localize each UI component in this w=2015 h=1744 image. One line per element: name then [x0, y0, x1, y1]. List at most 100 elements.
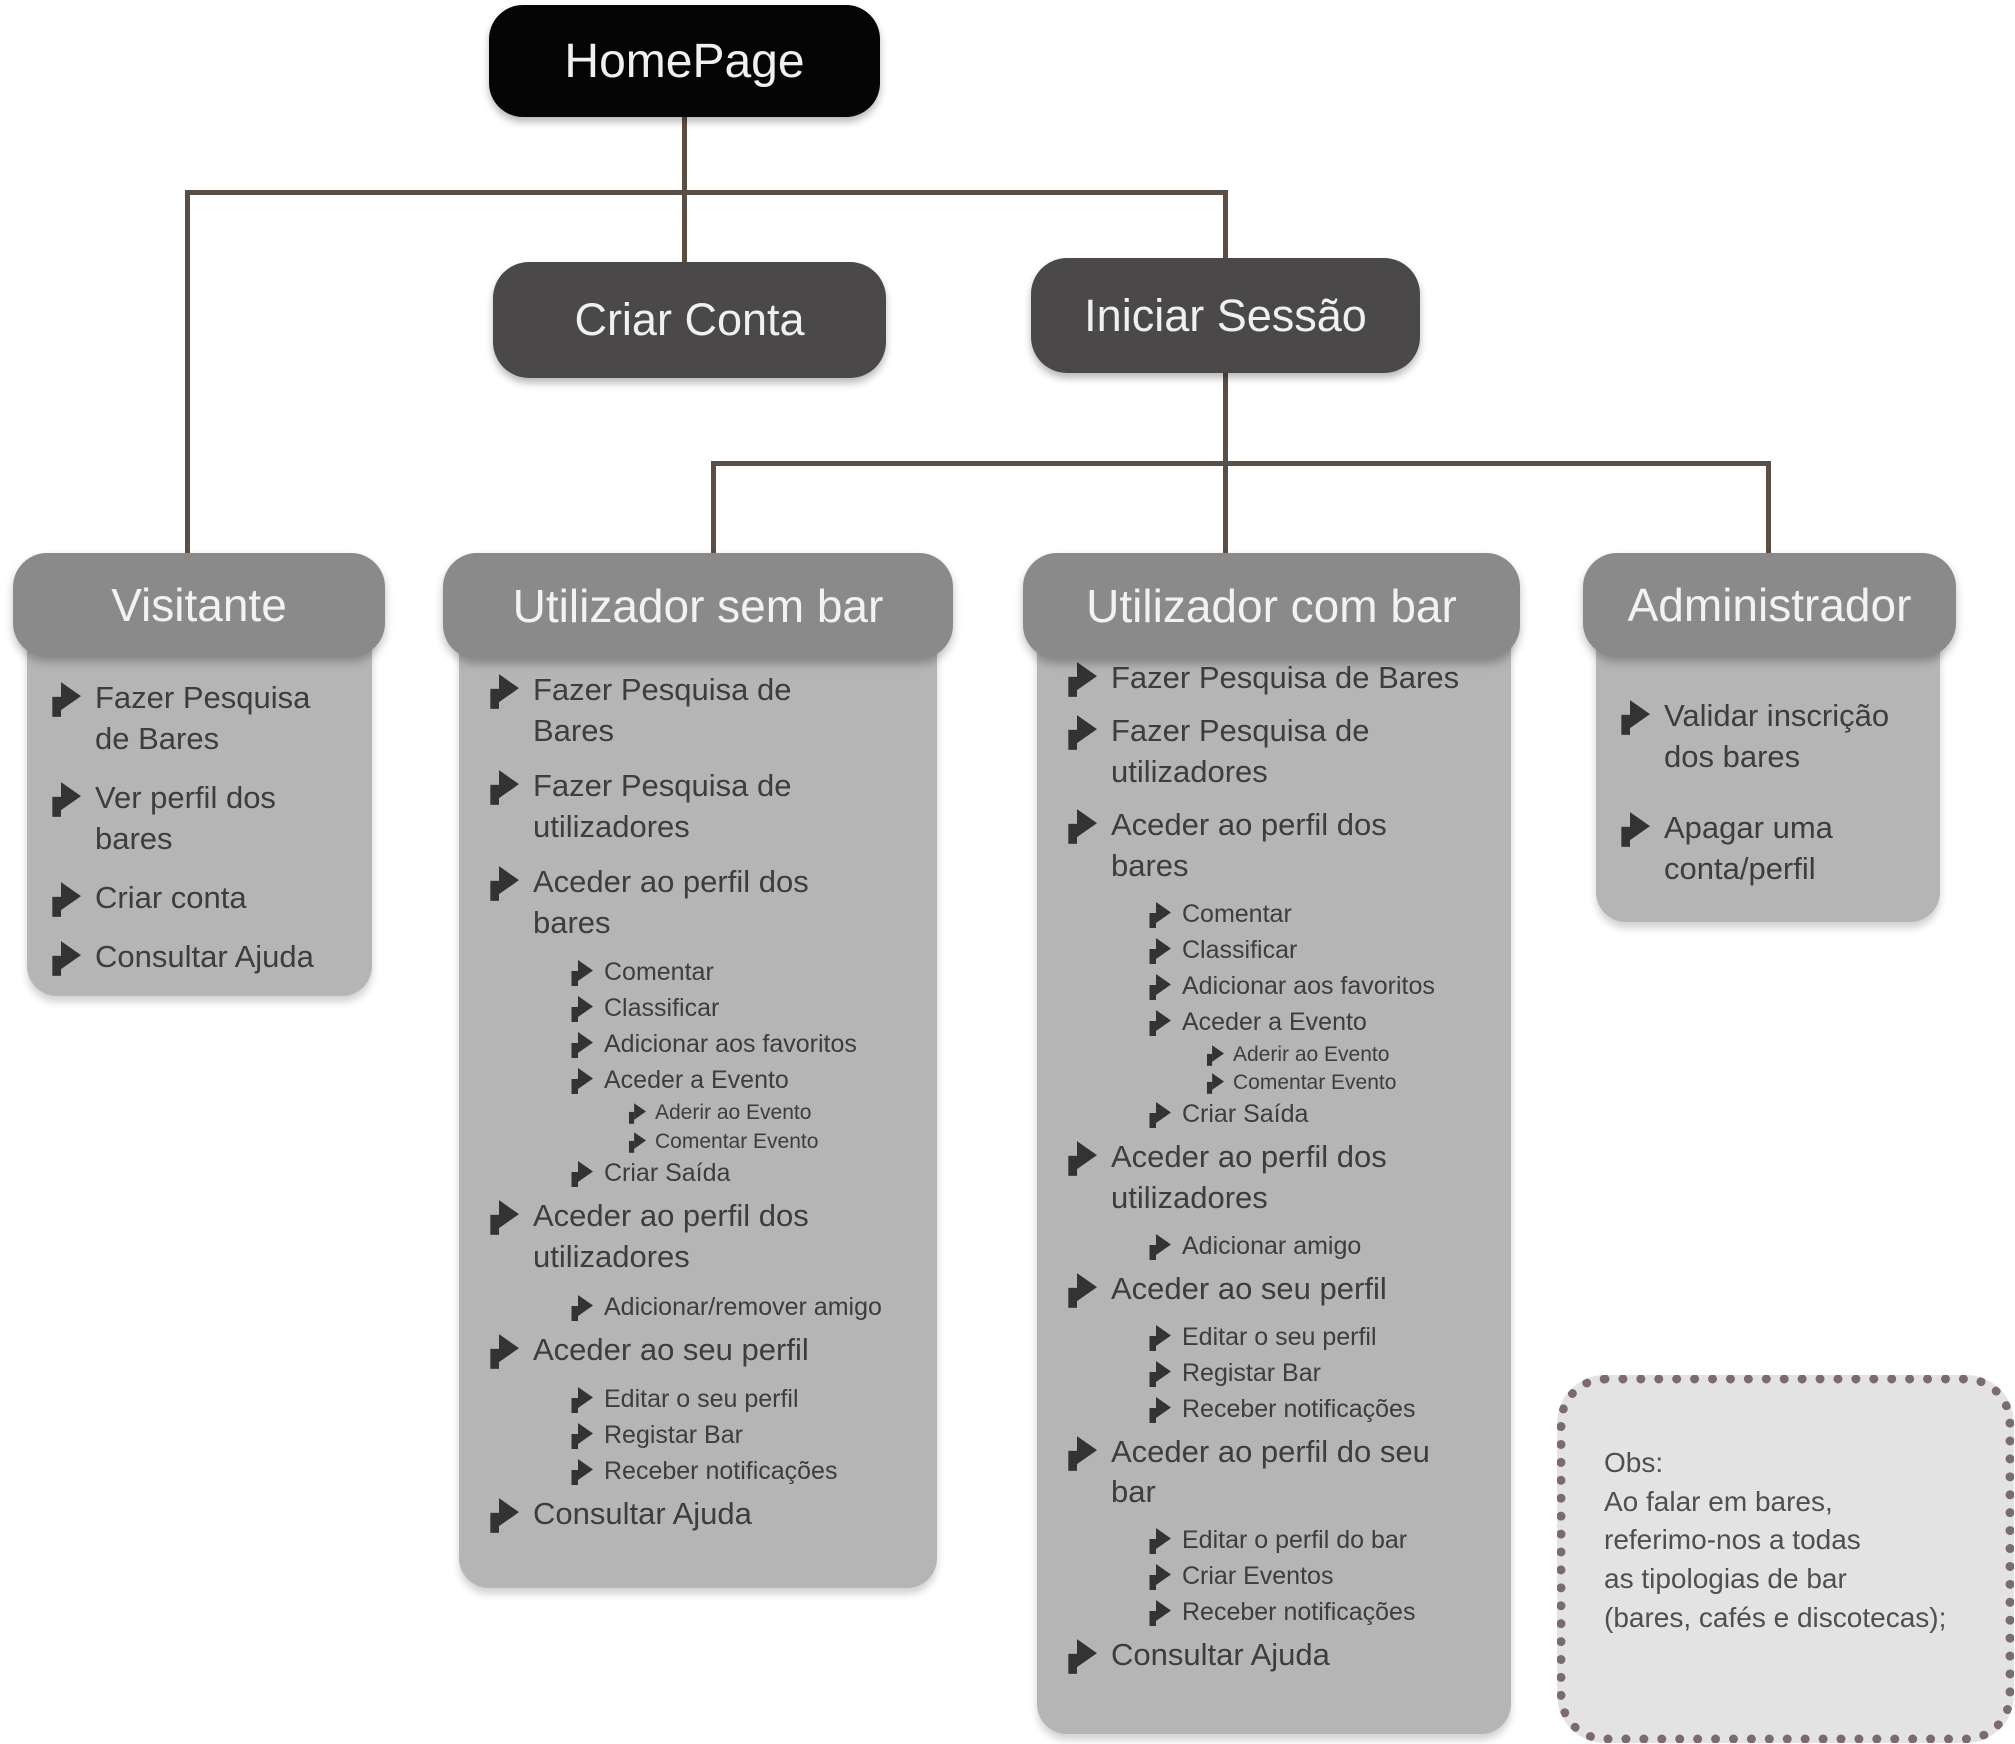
tree-item-label: Aceder ao perfil dos bares	[533, 863, 809, 940]
tree-item-label: Fazer Pesquisa de Bares	[95, 680, 311, 756]
tree-item: Adicionar/remover amigo	[569, 1292, 937, 1322]
tree-item-label: Fazer Pesquisa de utilizadores	[1111, 712, 1370, 789]
arrow-icon	[490, 769, 519, 805]
connector-drop-visitante	[185, 190, 190, 555]
tree-item: Consultar Ajuda	[49, 937, 372, 978]
node-homepage: HomePage	[489, 5, 880, 117]
tree-item-label: Comentar Evento	[1233, 1070, 1397, 1094]
tree-item-label: Fazer Pesquisa de utilizadores	[533, 767, 792, 844]
tree-item-label: Adicionar/remover amigo	[604, 1292, 882, 1321]
column-title: Utilizador com bar	[1086, 580, 1457, 632]
tree-item: Adicionar aos favoritos	[569, 1029, 937, 1059]
arrow-icon	[1149, 1600, 1171, 1627]
arrow-icon	[490, 865, 519, 901]
tree-item-label: Editar o perfil do bar	[1182, 1526, 1408, 1555]
connector-drop-iniciar-sessao	[1223, 190, 1228, 260]
arrow-icon	[1149, 1360, 1171, 1387]
obs-note-box: Obs: Ao falar em bares, referimo-nos a t…	[1557, 1375, 2014, 1743]
arrow-icon	[1149, 1009, 1171, 1036]
tree-item: Aceder ao seu perfil	[487, 1330, 937, 1371]
tree-item-label: Aceder ao perfil dos bares	[1111, 806, 1387, 883]
arrow-icon	[1149, 1233, 1171, 1260]
tree-item: Receber notificações	[569, 1456, 937, 1486]
tree-item-label: Classificar	[604, 994, 720, 1023]
arrow-icon	[571, 996, 593, 1023]
tree-item-label: Consultar Ajuda	[95, 938, 314, 974]
arrow-icon	[1068, 1435, 1097, 1471]
tree-item: Fazer Pesquisa de utilizadores	[1065, 711, 1511, 793]
obs-note-text: Obs: Ao falar em bares, referimo-nos a t…	[1604, 1447, 1947, 1633]
tree-item: Comentar	[1147, 899, 1511, 929]
tree-item-label: Consultar Ajuda	[533, 1496, 752, 1532]
arrow-icon	[1149, 1324, 1171, 1351]
tree-item-label: Adicionar amigo	[1182, 1231, 1362, 1260]
tree-item: Fazer Pesquisa de utilizadores	[487, 766, 937, 848]
tree-item: Aceder ao perfil dos bares	[1065, 805, 1511, 887]
tree-item: Adicionar aos favoritos	[1147, 971, 1511, 1001]
tree-item-label: Editar o seu perfil	[604, 1385, 799, 1414]
tree-item: Criar conta	[49, 878, 372, 919]
tree-item: Ver perfil dos bares	[49, 778, 372, 860]
tree-item: Fazer Pesquisa de Bares	[49, 678, 372, 760]
arrow-icon	[1149, 1101, 1171, 1128]
arrow-icon	[490, 1333, 519, 1369]
arrow-icon	[1068, 662, 1097, 697]
connector-level1-horizontal	[185, 190, 1228, 195]
arrow-icon	[1068, 715, 1097, 750]
tree-item: Classificar	[569, 993, 937, 1023]
arrow-icon	[628, 1103, 646, 1125]
tree-item-label: Aceder ao seu perfil	[533, 1331, 809, 1367]
arrow-icon	[571, 1423, 593, 1450]
connector-drop-utilizador-sem-bar	[711, 461, 716, 555]
tree-item: Editar o seu perfil	[569, 1384, 937, 1414]
tree-item-label: Aderir ao Evento	[1233, 1042, 1390, 1066]
column-title: Administrador	[1627, 579, 1912, 631]
arrow-icon	[1068, 808, 1097, 844]
tree-item: Adicionar amigo	[1147, 1231, 1511, 1261]
arrow-icon	[1149, 937, 1171, 964]
column-header-visitante: Visitante	[13, 553, 385, 657]
column-header-utilizador-sem-bar: Utilizador sem bar	[443, 553, 953, 659]
tree-item-label: Aceder ao perfil dos utilizadores	[533, 1197, 809, 1274]
tree-item: Apagar uma conta/perfil	[1618, 808, 1940, 890]
tree-item-label: Criar conta	[95, 879, 247, 915]
tree-item: Fazer Pesquisa de Bares	[487, 670, 937, 752]
arrow-icon	[1206, 1044, 1224, 1066]
tree-item: Receber notificações	[1147, 1394, 1511, 1424]
arrow-icon	[52, 881, 81, 917]
arrow-icon	[571, 1160, 593, 1187]
arrow-icon	[1068, 1140, 1097, 1176]
tree-item: Registar Bar	[1147, 1358, 1511, 1388]
tree-item: Criar Saída	[1147, 1099, 1511, 1129]
column-title: Visitante	[111, 579, 287, 631]
tree-item-label: Fazer Pesquisa de Bares	[533, 672, 792, 748]
arrow-icon	[571, 1459, 593, 1486]
arrow-icon	[628, 1131, 646, 1153]
tree-item: Aderir ao Evento	[627, 1101, 937, 1125]
connector-iniciar-down	[1223, 371, 1228, 464]
node-iniciar-sessao: Iniciar Sessão	[1031, 258, 1420, 373]
connector-drop-utilizador-com-bar	[1223, 461, 1228, 555]
tree-item-label: Criar Saída	[604, 1158, 731, 1187]
tree-item-label: Adicionar aos favoritos	[604, 1030, 857, 1059]
arrow-icon	[1149, 973, 1171, 1000]
column-header-administrador: Administrador	[1583, 553, 1956, 657]
tree-item: Classificar	[1147, 935, 1511, 965]
tree-item: Comentar Evento	[1205, 1071, 1511, 1095]
tree-item-label: Aderir ao Evento	[655, 1101, 812, 1125]
tree-item-label: Classificar	[1182, 935, 1298, 964]
node-criar-conta: Criar Conta	[493, 262, 886, 378]
tree-item: Receber notificações	[1147, 1597, 1511, 1627]
tree-item: Aceder ao perfil dos bares	[487, 862, 937, 944]
tree-item-label: Aceder ao seu perfil	[1111, 1270, 1387, 1306]
tree-item: Aderir ao Evento	[1205, 1043, 1511, 1067]
column-title: Utilizador sem bar	[512, 580, 884, 632]
arrow-icon	[52, 682, 81, 717]
arrow-icon	[571, 1032, 593, 1059]
tree-item: Consultar Ajuda	[1065, 1635, 1511, 1676]
tree-item-label: Consultar Ajuda	[1111, 1637, 1330, 1673]
tree-item-label: Receber notificações	[604, 1457, 838, 1486]
arrow-icon	[52, 940, 81, 976]
